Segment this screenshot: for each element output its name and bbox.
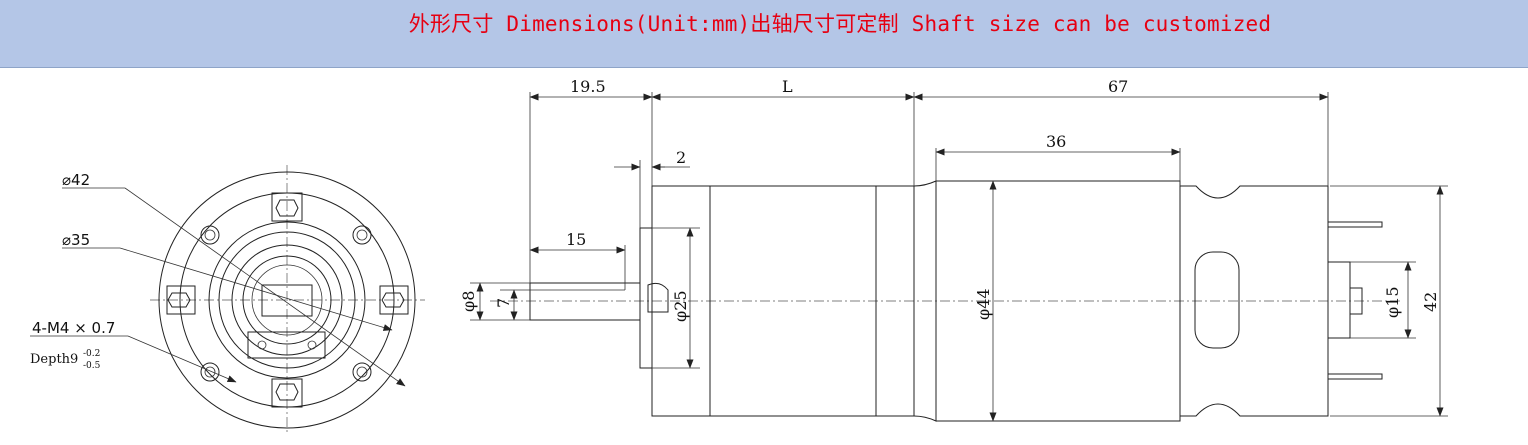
dim-42: 42 bbox=[1421, 292, 1440, 312]
technical-drawing: ⌀42 ⌀35 4-M4 × 0.7 Depth9 -0.2 -0.5 bbox=[0, 68, 1528, 445]
side-view: 19.5 L 67 2 36 15 φ8 7 φ25 φ44 φ15 42 bbox=[459, 77, 1448, 422]
dim-2: 2 bbox=[676, 148, 686, 167]
depth-tol-upper: -0.2 bbox=[83, 349, 100, 359]
dim-L: L bbox=[782, 77, 793, 96]
front-view: ⌀42 ⌀35 4-M4 × 0.7 Depth9 -0.2 -0.5 bbox=[30, 165, 425, 435]
thread-label: 4-M4 × 0.7 bbox=[32, 319, 115, 337]
output-shaft bbox=[529, 282, 641, 321]
depth-tol-lower: -0.5 bbox=[83, 361, 101, 371]
dim-7: 7 bbox=[494, 298, 513, 308]
dim-phi15: φ15 bbox=[1383, 286, 1402, 318]
dim-15: 15 bbox=[566, 230, 586, 249]
gearbox-body bbox=[651, 185, 915, 417]
dim-19-5: 19.5 bbox=[570, 77, 606, 96]
title-banner: 外形尺寸 Dimensions(Unit:mm)出轴尺寸可定制 Shaft si… bbox=[0, 0, 1528, 68]
dim-phi25: φ25 bbox=[671, 290, 690, 322]
dia-42-label: ⌀42 bbox=[62, 171, 90, 189]
depth-label: Depth9 bbox=[30, 352, 78, 367]
end-cap bbox=[1179, 185, 1329, 417]
dia-35-label: ⌀35 bbox=[62, 231, 90, 249]
dim-67: 67 bbox=[1108, 77, 1128, 96]
dim-36: 36 bbox=[1046, 132, 1066, 151]
outer-circle-42 bbox=[158, 171, 416, 429]
page-title: 外形尺寸 Dimensions(Unit:mm)出轴尺寸可定制 Shaft si… bbox=[408, 12, 1272, 36]
dim-phi44: φ44 bbox=[974, 288, 993, 320]
dim-phi8: φ8 bbox=[459, 291, 478, 312]
